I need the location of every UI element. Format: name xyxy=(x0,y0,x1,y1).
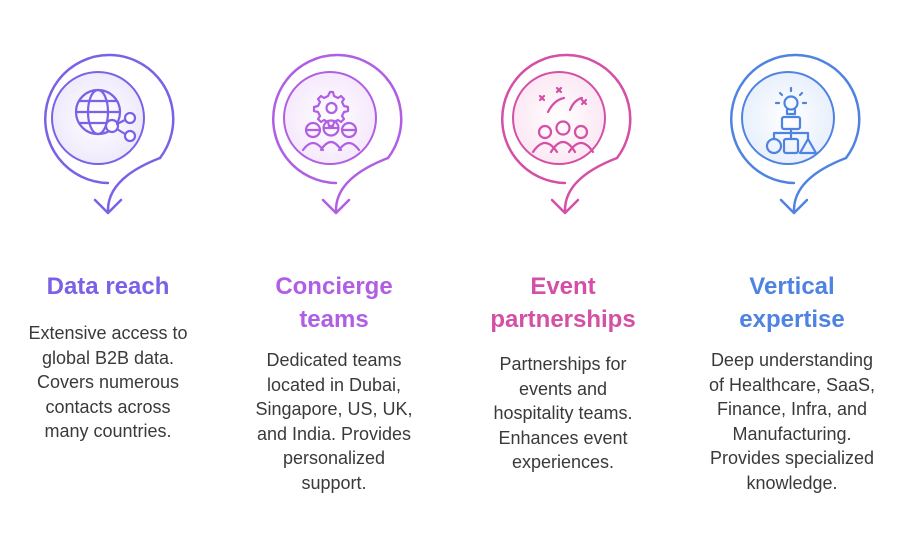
step-1-connector xyxy=(106,156,162,212)
step-3-inner-circle xyxy=(512,71,606,165)
step-1-inner-circle xyxy=(51,71,145,165)
step-4-arrow-icon xyxy=(779,198,809,215)
desc-line: Partnerships for xyxy=(499,354,627,374)
step-2-connector xyxy=(334,156,390,212)
desc-line: Dedicated teams xyxy=(266,350,402,370)
desc-line: and India. Provides xyxy=(256,423,412,444)
step-2-title: Concierge teams xyxy=(234,270,434,336)
desc-line: many countries. xyxy=(44,421,172,441)
desc-line: personalized xyxy=(282,448,386,468)
step-3-text: Event partnerships Partnerships for even… xyxy=(463,270,663,475)
desc-line: Extensive access to xyxy=(28,323,188,343)
step-4-ring xyxy=(729,53,861,185)
step-2-arrow-icon xyxy=(321,198,351,215)
desc-line: Deep understanding xyxy=(710,350,874,370)
step-1-title: Data reach xyxy=(8,270,208,303)
desc-line: global B2B data. xyxy=(41,347,175,368)
step-4-title-line: expertise xyxy=(739,306,845,333)
step-3-title-line: Event xyxy=(530,273,596,300)
celebration-crowd-icon xyxy=(531,86,595,154)
step-1-ring xyxy=(43,53,175,185)
desc-line: contacts across xyxy=(45,396,171,417)
desc-line: Provides specialized xyxy=(709,448,875,468)
step-1-description: Extensive access to global B2B data. Cov… xyxy=(8,321,208,444)
step-4-connector xyxy=(792,156,848,212)
step-3-title: Event partnerships xyxy=(463,270,663,336)
globe-network-icon xyxy=(74,88,137,143)
step-4-text: Vertical expertise Deep understanding of… xyxy=(692,270,892,495)
step-2-title-line: Concierge xyxy=(275,273,393,300)
step-2-text: Concierge teams Dedicated teams located … xyxy=(234,270,434,495)
step-1-text: Data reach Extensive access to global B2… xyxy=(8,270,208,444)
step-4-description: Deep understanding of Healthcare, SaaS, … xyxy=(692,348,892,495)
step-3-ring xyxy=(500,53,632,185)
desc-line: experiences. xyxy=(511,452,615,472)
step-4-title-line: Vertical xyxy=(749,273,835,300)
step-3-description: Partnerships for events and hospitality … xyxy=(463,352,663,475)
desc-line: Finance, Infra, and xyxy=(716,399,868,419)
step-3-arrow-icon xyxy=(550,198,580,215)
step-1-arrow-icon xyxy=(93,198,123,215)
step-2-ring xyxy=(271,53,403,185)
desc-line: support. xyxy=(301,472,367,493)
step-2-title-line: teams xyxy=(299,306,369,333)
desc-line: located in Dubai, xyxy=(266,374,402,395)
step-4-title: Vertical expertise xyxy=(692,270,892,336)
desc-line: Covers numerous xyxy=(36,372,180,392)
desc-line: Enhances event xyxy=(498,427,628,448)
desc-line: Singapore, US, UK, xyxy=(255,399,413,419)
step-4-badge xyxy=(729,53,861,215)
step-3-badge xyxy=(500,53,632,215)
team-gear-icon xyxy=(301,90,361,152)
step-2-badge xyxy=(271,53,403,215)
step-1-title-line: Data reach xyxy=(46,273,170,300)
idea-structure-icon xyxy=(765,86,818,155)
step-3-title-line: partnerships xyxy=(490,306,636,333)
step-2-description: Dedicated teams located in Dubai, Singap… xyxy=(234,348,434,495)
desc-line: of Healthcare, SaaS, xyxy=(708,374,876,395)
step-3-connector xyxy=(563,156,619,212)
step-2-inner-circle xyxy=(283,71,377,165)
step-1-badge xyxy=(43,53,175,215)
desc-line: hospitality teams. xyxy=(493,403,633,423)
desc-line: Manufacturing. xyxy=(732,423,852,444)
desc-line: events and xyxy=(518,378,608,399)
desc-line: knowledge. xyxy=(746,472,838,493)
